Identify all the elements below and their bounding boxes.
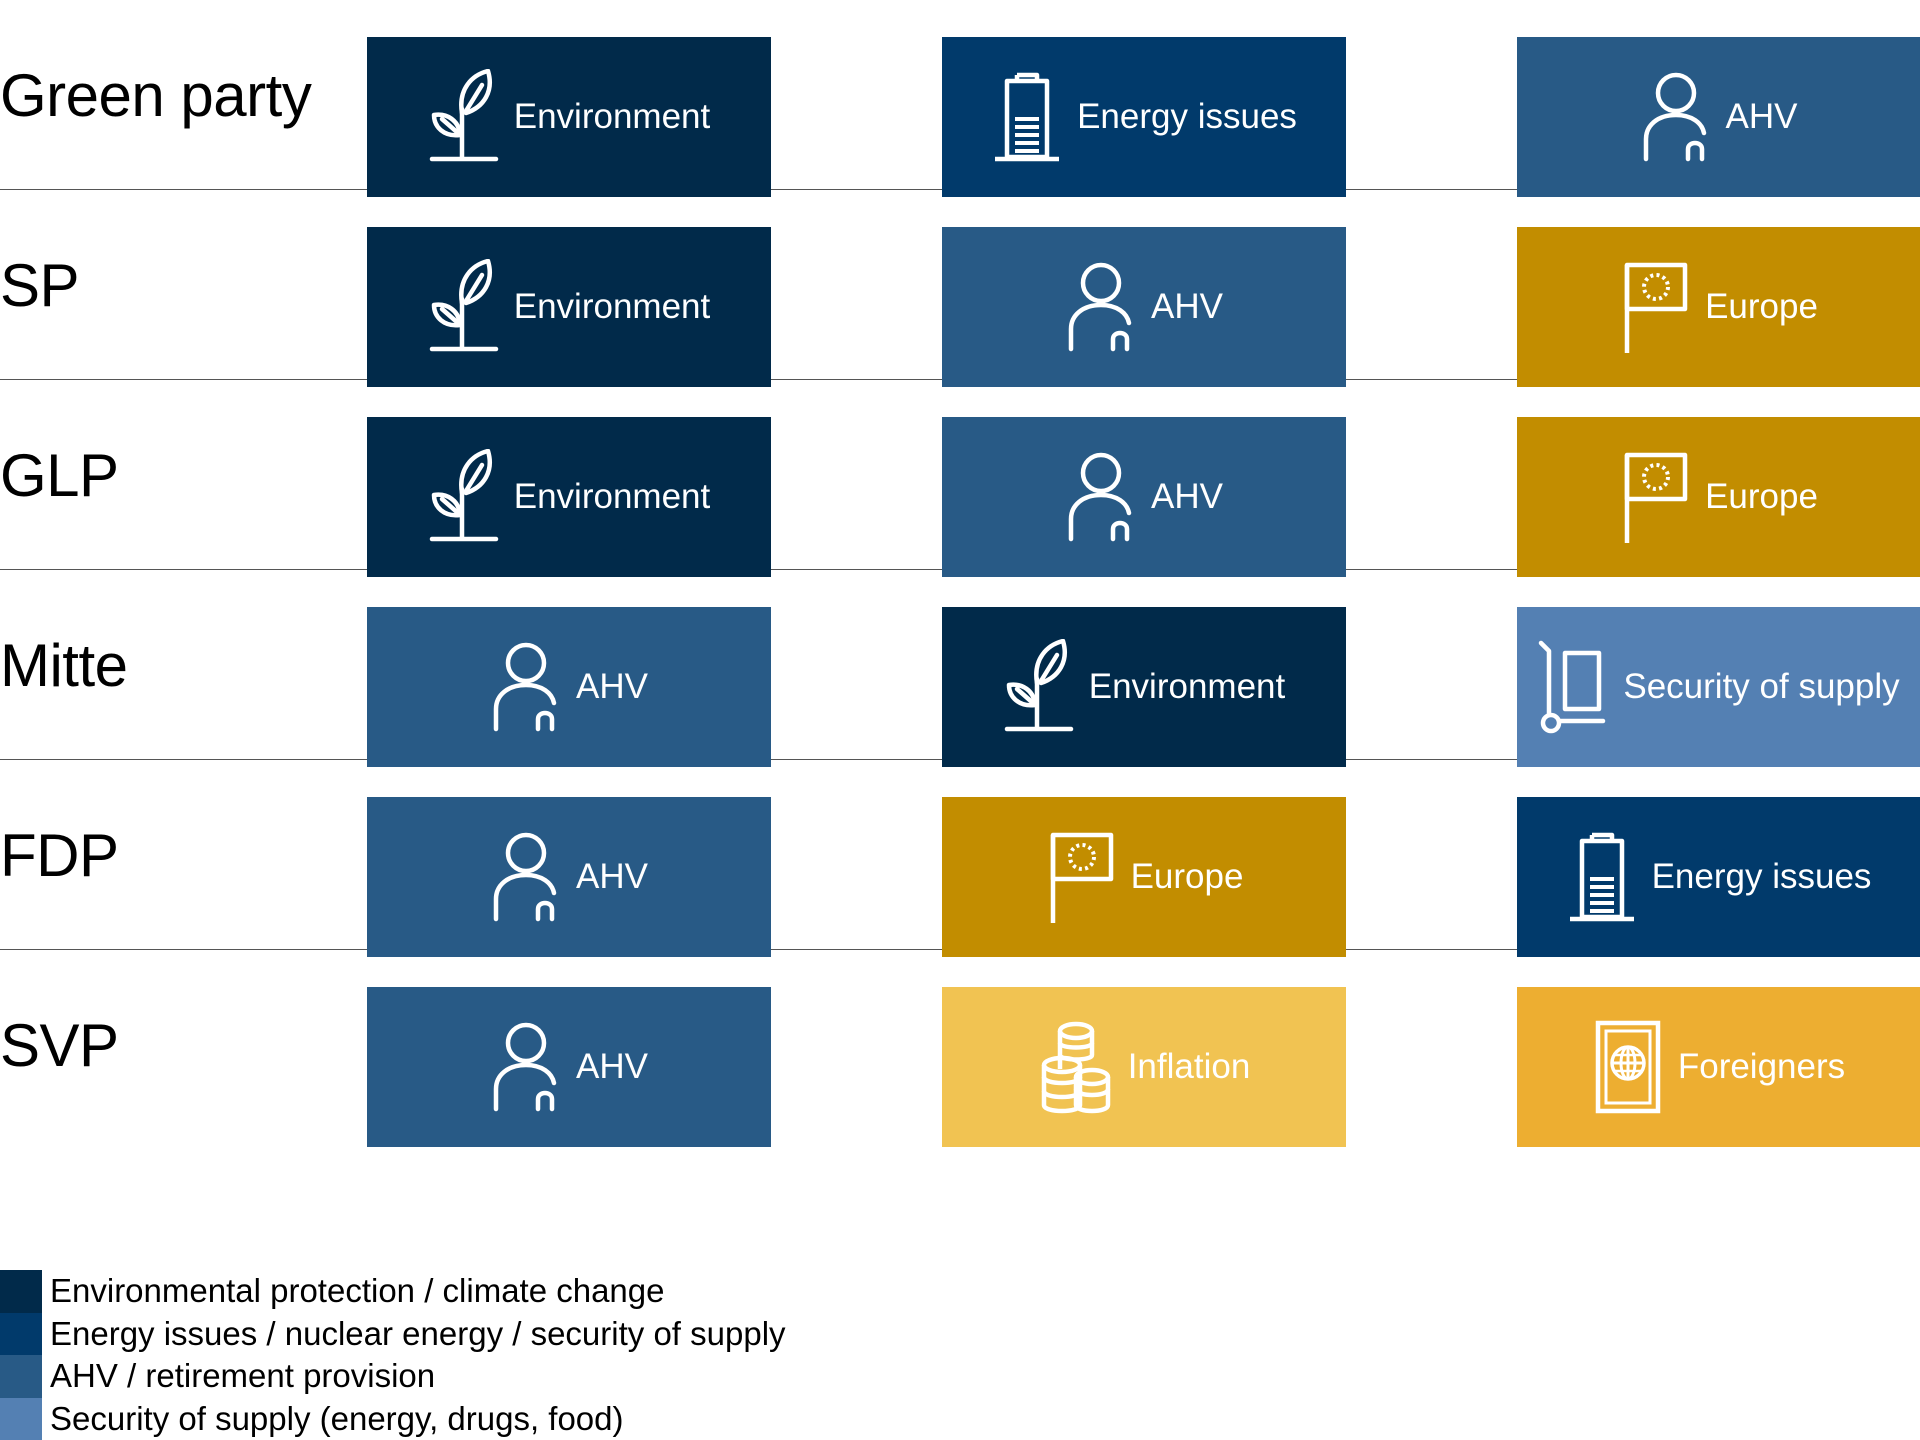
legend-swatch — [0, 1270, 42, 1313]
issue-tile: AHV — [367, 797, 771, 957]
legend-item: Security of supply (energy, drugs, food) — [0, 1397, 786, 1440]
person-icon — [1640, 69, 1712, 165]
issue-tile: Europe — [1517, 227, 1920, 387]
hand-truck-icon — [1537, 639, 1609, 735]
issue-tile: AHV — [367, 987, 771, 1147]
party-row: SP Environment AHV Europe — [0, 190, 1920, 387]
plant-icon — [428, 449, 500, 545]
person-icon — [1065, 259, 1137, 355]
person-icon — [490, 639, 562, 735]
party-name: FDP — [0, 821, 119, 889]
issue-tile: Energy issues — [942, 37, 1346, 197]
issue-label: AHV — [576, 857, 648, 896]
eu-flag-icon — [1619, 449, 1691, 545]
eu-flag-icon — [1045, 829, 1117, 925]
plant-icon — [1003, 639, 1075, 735]
party-name: Mitte — [0, 631, 128, 699]
legend-swatch — [0, 1312, 42, 1355]
legend-swatch — [0, 1397, 42, 1440]
party-row: GLP Environment AHV Europe — [0, 380, 1920, 577]
issue-tile: Environment — [942, 607, 1346, 767]
issue-label: Security of supply — [1623, 667, 1900, 706]
issue-label: Environment — [513, 97, 711, 136]
eu-flag-icon — [1619, 259, 1691, 355]
issue-tile: Inflation — [942, 987, 1346, 1147]
person-icon — [490, 829, 562, 925]
issue-label: AHV — [1151, 477, 1223, 516]
coins-icon — [1038, 1019, 1114, 1115]
battery-icon — [1566, 829, 1638, 925]
plant-icon — [428, 69, 500, 165]
issue-tile: Europe — [1517, 417, 1920, 577]
issue-label: AHV — [1725, 97, 1798, 136]
party-name: SP — [0, 251, 80, 319]
issue-tile: AHV — [367, 607, 771, 767]
party-name: SVP — [0, 1011, 119, 1079]
issue-tile: Environment — [367, 37, 771, 197]
issue-label: Environment — [513, 287, 711, 326]
legend-label: AHV / retirement provision — [50, 1357, 436, 1395]
party-name: GLP — [0, 441, 119, 509]
issue-label: AHV — [1151, 287, 1223, 326]
issue-label: Foreigners — [1677, 1047, 1846, 1086]
battery-icon — [991, 69, 1063, 165]
issue-tile: Security of supply — [1517, 607, 1920, 767]
legend-label: Energy issues / nuclear energy / securit… — [50, 1314, 786, 1352]
legend-item: AHV / retirement provision — [0, 1355, 786, 1398]
issue-label: AHV — [576, 667, 648, 706]
party-name: Green party — [0, 61, 312, 129]
issue-tile: AHV — [942, 227, 1346, 387]
issue-tile: Energy issues — [1517, 797, 1920, 957]
person-icon — [490, 1019, 562, 1115]
party-row: SVP AHV Inflation Foreigners — [0, 950, 1920, 1147]
issue-tile: Environment — [367, 227, 771, 387]
issue-tile: Foreigners — [1517, 987, 1920, 1147]
legend: Environmental protection / climate chang… — [0, 1270, 786, 1440]
issue-label: Inflation — [1127, 1047, 1251, 1086]
legend-label: Security of supply (energy, drugs, food) — [50, 1399, 624, 1437]
issue-label: Energy issues — [1651, 857, 1872, 896]
issue-label: Europe — [1705, 287, 1818, 326]
issue-label: Energy issues — [1077, 97, 1297, 136]
party-row: FDP AHV Europe Energy issues — [0, 760, 1920, 957]
passport-icon — [1592, 1019, 1664, 1115]
plant-icon — [428, 259, 500, 355]
issue-tile: Europe — [942, 797, 1346, 957]
issue-tile: Environment — [367, 417, 771, 577]
legend-item: Energy issues / nuclear energy / securit… — [0, 1312, 786, 1355]
issue-tile: AHV — [1517, 37, 1920, 197]
person-icon — [1065, 449, 1137, 545]
issue-label: Environment — [513, 477, 711, 516]
legend-item: Environmental protection / climate chang… — [0, 1270, 786, 1313]
legend-swatch — [0, 1355, 42, 1398]
issue-tile: AHV — [942, 417, 1346, 577]
issue-label: AHV — [576, 1047, 648, 1086]
issue-label: Europe — [1705, 477, 1818, 516]
issue-label: Environment — [1088, 667, 1286, 706]
issue-label: Europe — [1130, 857, 1244, 896]
legend-label: Environmental protection / climate chang… — [50, 1272, 665, 1310]
